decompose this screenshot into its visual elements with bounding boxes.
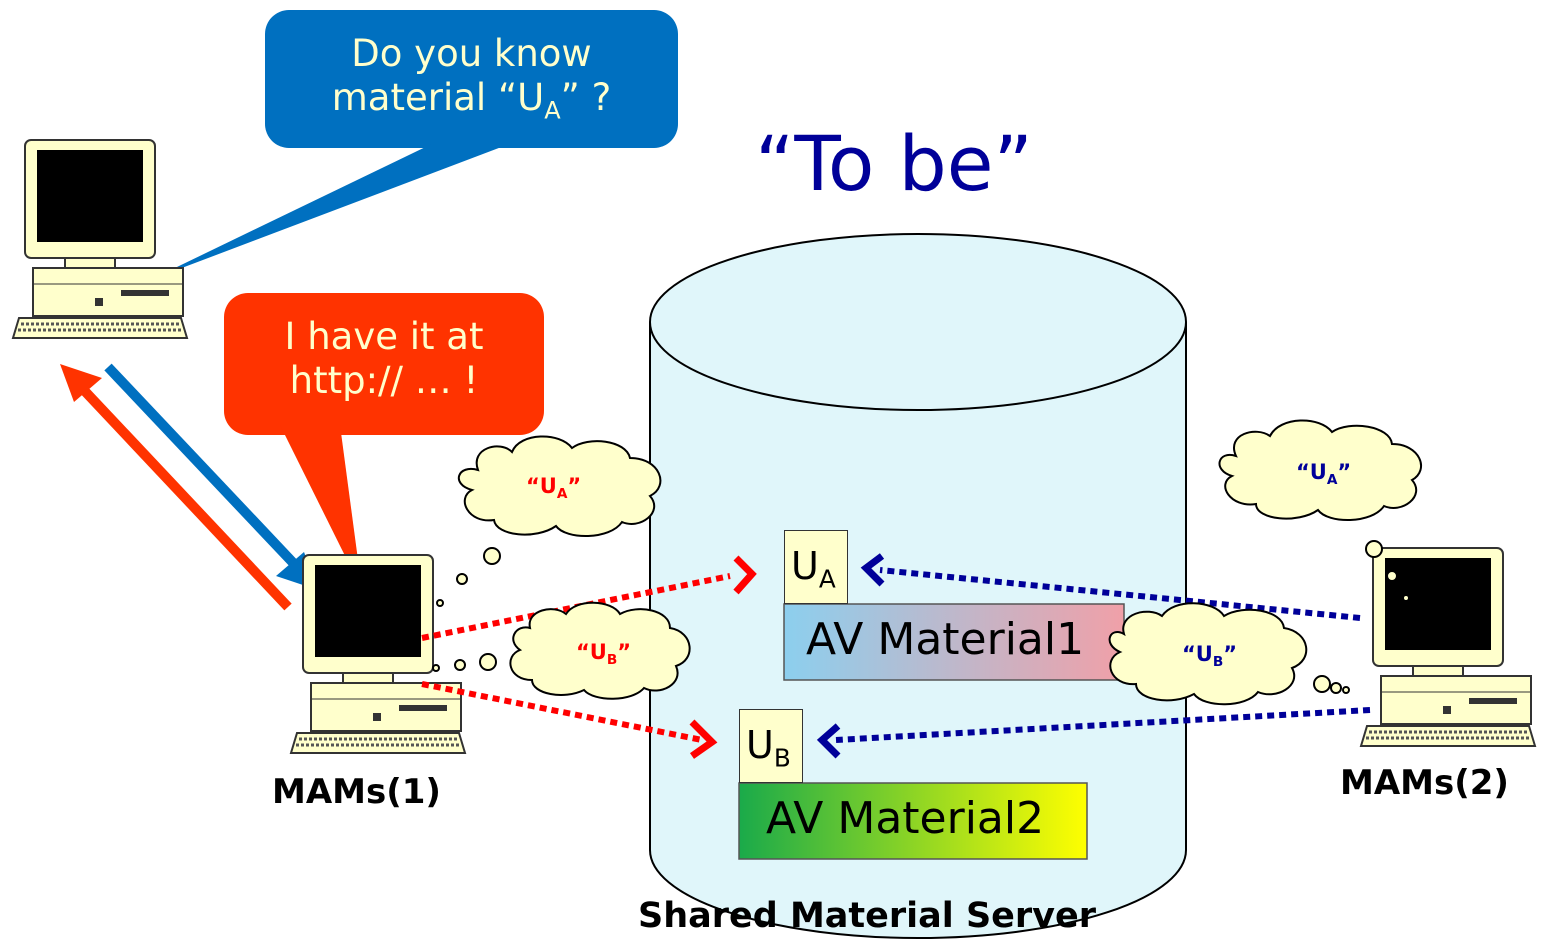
cloud-text-pre: “U	[1296, 460, 1327, 484]
mams2-label: MAMs(2)	[1340, 763, 1509, 803]
question-line1: Do you know	[351, 32, 592, 75]
answer-callout-shape	[224, 293, 544, 590]
cloud-text-sub: A	[1326, 471, 1338, 488]
mams1-label: MAMs(1)	[272, 772, 441, 812]
question-callout: Do you know material “UA” ?	[265, 32, 678, 132]
mams2-cloud-ua	[1218, 419, 1423, 602]
cloud-text-pre: “U	[576, 640, 607, 664]
server-label: Shared Material Server	[638, 896, 1096, 936]
ua-sub: A	[818, 564, 836, 594]
answer-line2: http:// … !	[289, 359, 479, 402]
material2-label: AV Material2	[766, 793, 1045, 844]
app-label: App.	[38, 158, 121, 196]
answer-line1: I have it at	[284, 315, 484, 358]
mams1-cloud-ua-text: “UA”	[526, 474, 581, 502]
material1-label: AV Material1	[806, 614, 1085, 665]
cloud-text-post: ”	[1223, 642, 1238, 666]
cloud-text-pre: “U	[526, 474, 557, 498]
mams1-computer-icon	[289, 553, 467, 755]
mams2-to-ub-arrow	[816, 707, 1371, 759]
question-line2: material “UA” ?	[265, 76, 678, 132]
mams2-to-ua-arrow	[860, 553, 1361, 621]
ub-label: U	[746, 723, 774, 767]
mams1-cloud-ub-text: “UB”	[576, 640, 631, 668]
cloud-text-sub: B	[1212, 653, 1224, 670]
question-line2-pre: material “U	[331, 76, 545, 119]
answer-callout: I have it at http:// … !	[224, 315, 544, 403]
ub-identifier-box: UB	[739, 709, 803, 783]
question-line2-post: ” ?	[560, 76, 612, 119]
response-arrow	[60, 364, 292, 611]
mams2-cloud-ub	[1108, 602, 1350, 706]
material2-box	[738, 782, 1088, 860]
cloud-text-post: ”	[567, 474, 582, 498]
ua-identifier-box: UA	[784, 530, 848, 604]
mams2-cloud-ua-text: “UA”	[1296, 460, 1351, 488]
mams2-cloud-ub-text: “UB”	[1182, 642, 1237, 670]
ua-label: U	[791, 544, 819, 588]
mams1-to-ub-arrow	[421, 681, 718, 759]
cloud-text-sub: B	[606, 651, 618, 668]
ub-sub: B	[773, 743, 791, 773]
question-line2-sub: A	[544, 96, 561, 125]
cloud-text-post: ”	[1337, 460, 1352, 484]
diagram-title: “To be”	[755, 119, 1033, 208]
mams1-cloud-ua	[436, 435, 662, 607]
mams1-cloud-ub	[432, 601, 691, 700]
cloud-text-sub: A	[556, 485, 568, 502]
cloud-text-pre: “U	[1182, 642, 1213, 666]
material1-box	[783, 603, 1125, 681]
cloud-text-post: ”	[617, 640, 632, 664]
question-callout-shape	[150, 10, 678, 280]
